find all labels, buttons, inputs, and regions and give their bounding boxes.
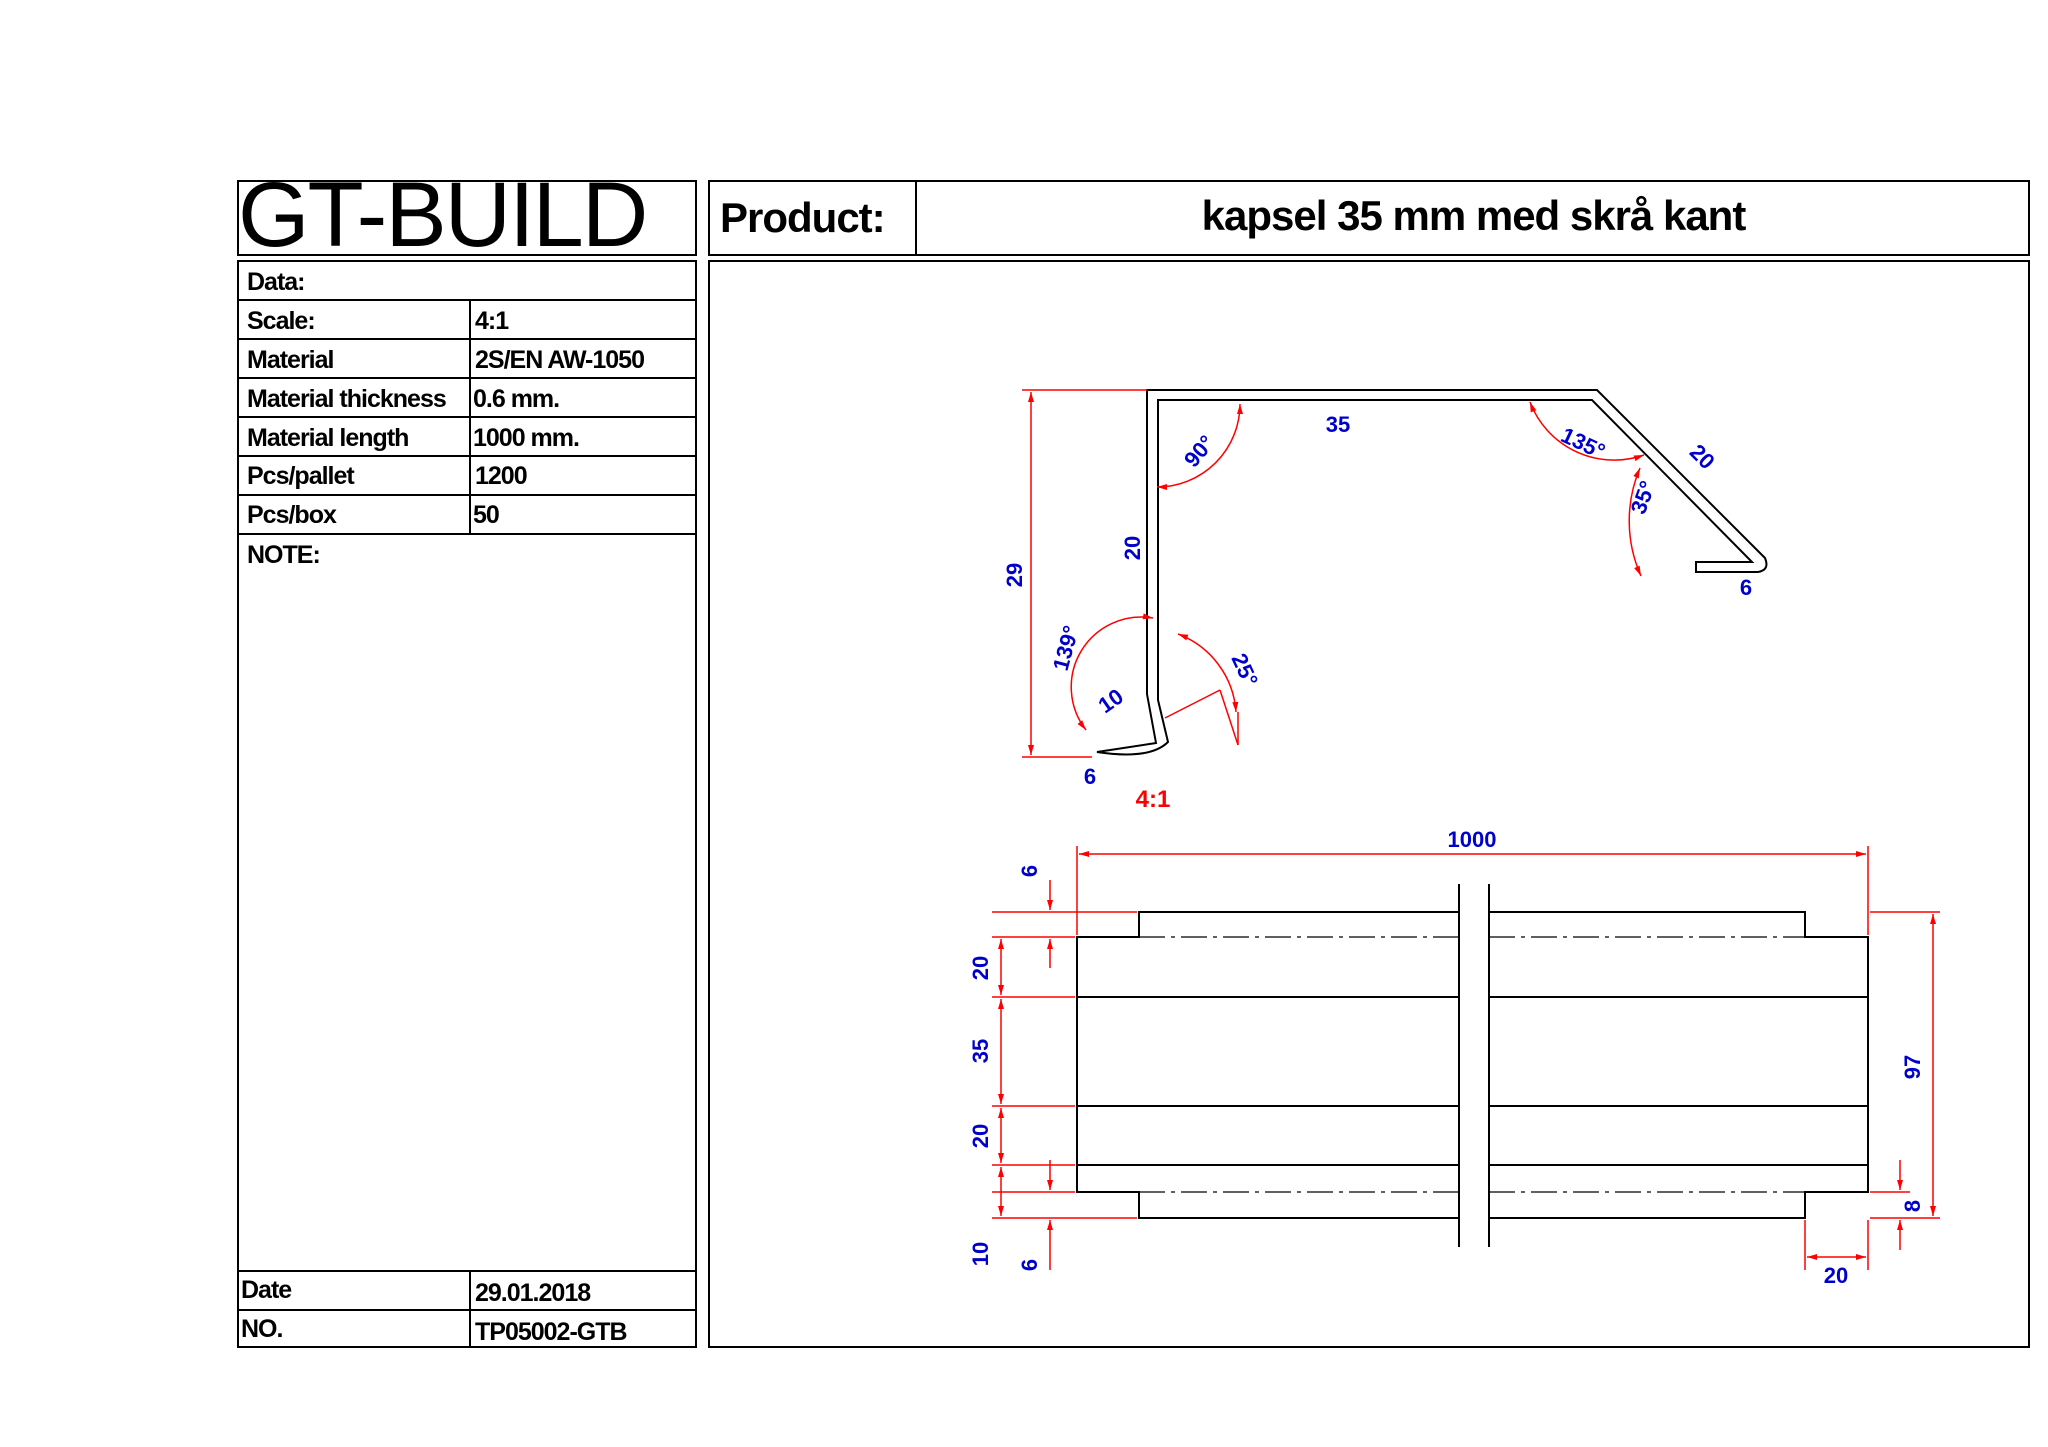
profile-scale: 4:1 xyxy=(1136,786,1171,813)
angle-35: 35° xyxy=(1626,478,1661,518)
dim-left-wall: 20 xyxy=(1120,536,1145,560)
dim-20-notch: 20 xyxy=(1824,1263,1848,1288)
dim-right-slope: 20 xyxy=(1685,439,1720,474)
dim-8: 8 xyxy=(1900,1200,1925,1212)
pcs-pallet-label: Pcs/pallet xyxy=(247,462,355,490)
brand-box xyxy=(237,180,697,256)
dim-20-a: 20 xyxy=(968,956,993,980)
dim-left-slope: 10 xyxy=(1094,684,1128,719)
dim-20-b: 20 xyxy=(968,1124,993,1148)
material-label: Material xyxy=(247,346,334,374)
dim-right-lip: 6 xyxy=(1740,575,1752,600)
angle-135: 135° xyxy=(1557,422,1609,464)
dim-6-bottom: 6 xyxy=(1017,1259,1042,1271)
dim-top-width: 35 xyxy=(1326,412,1350,437)
flat-blank-centerlines xyxy=(1139,936,1805,1193)
product-label: Product: xyxy=(720,194,886,241)
length-label: Material length xyxy=(247,424,409,452)
date-label: Date xyxy=(241,1276,292,1304)
thickness-label: Material thickness xyxy=(247,385,447,413)
profile-outline-outer xyxy=(1096,389,1768,756)
number-value: TP05002-GTB xyxy=(475,1318,628,1346)
profile-dimensions xyxy=(1022,389,1645,758)
dim-length: 1000 xyxy=(1448,827,1497,852)
product-header xyxy=(708,180,2030,256)
header-divider xyxy=(915,180,917,256)
flat-blank-outline xyxy=(1076,884,1869,1247)
col-divider xyxy=(469,1270,471,1348)
row-divider xyxy=(237,338,697,340)
data-label: Data: xyxy=(247,268,306,296)
row-divider xyxy=(237,494,697,496)
brand-logo: GT-BUILD xyxy=(238,180,648,256)
col-divider xyxy=(469,299,471,533)
number-label: NO. xyxy=(241,1315,283,1343)
product-title: kapsel 35 mm med skrå kant xyxy=(1201,192,1747,239)
dim-35: 35 xyxy=(968,1039,993,1063)
row-divider xyxy=(237,533,697,535)
scale-value: 4:1 xyxy=(475,307,509,335)
note-label: NOTE: xyxy=(247,541,321,569)
info-table xyxy=(237,260,697,1348)
flat-dimension-labels: 1000 97 6 20 35 20 10 6 8 20 xyxy=(968,827,1925,1288)
angle-25: 25° xyxy=(1226,649,1263,690)
pcs-pallet-value: 1200 xyxy=(475,462,528,490)
pcs-box-value: 50 xyxy=(473,501,500,529)
thickness-value: 0.6 mm. xyxy=(473,385,560,413)
scale-label: Scale: xyxy=(247,307,316,335)
flat-dimensions xyxy=(992,846,1940,1270)
row-divider xyxy=(237,1309,697,1311)
dim-left-lip: 6 xyxy=(1084,764,1096,789)
profile-section xyxy=(1096,389,1768,756)
pcs-box-label: Pcs/box xyxy=(247,501,337,529)
material-value: 2S/EN AW-1050 xyxy=(475,346,645,374)
date-value: 29.01.2018 xyxy=(475,1279,591,1307)
row-divider xyxy=(237,377,697,379)
dim-6-top: 6 xyxy=(1017,865,1042,877)
row-divider xyxy=(237,416,697,418)
dim-height: 29 xyxy=(1002,563,1027,587)
drawing-frame xyxy=(708,260,2030,1348)
dim-10: 10 xyxy=(968,1242,993,1266)
row-divider xyxy=(237,299,697,301)
row-divider xyxy=(237,1270,697,1272)
angle-139: 139° xyxy=(1048,623,1084,673)
dim-total-width: 97 xyxy=(1900,1055,1925,1079)
length-value: 1000 mm. xyxy=(473,424,580,452)
row-divider xyxy=(237,455,697,457)
